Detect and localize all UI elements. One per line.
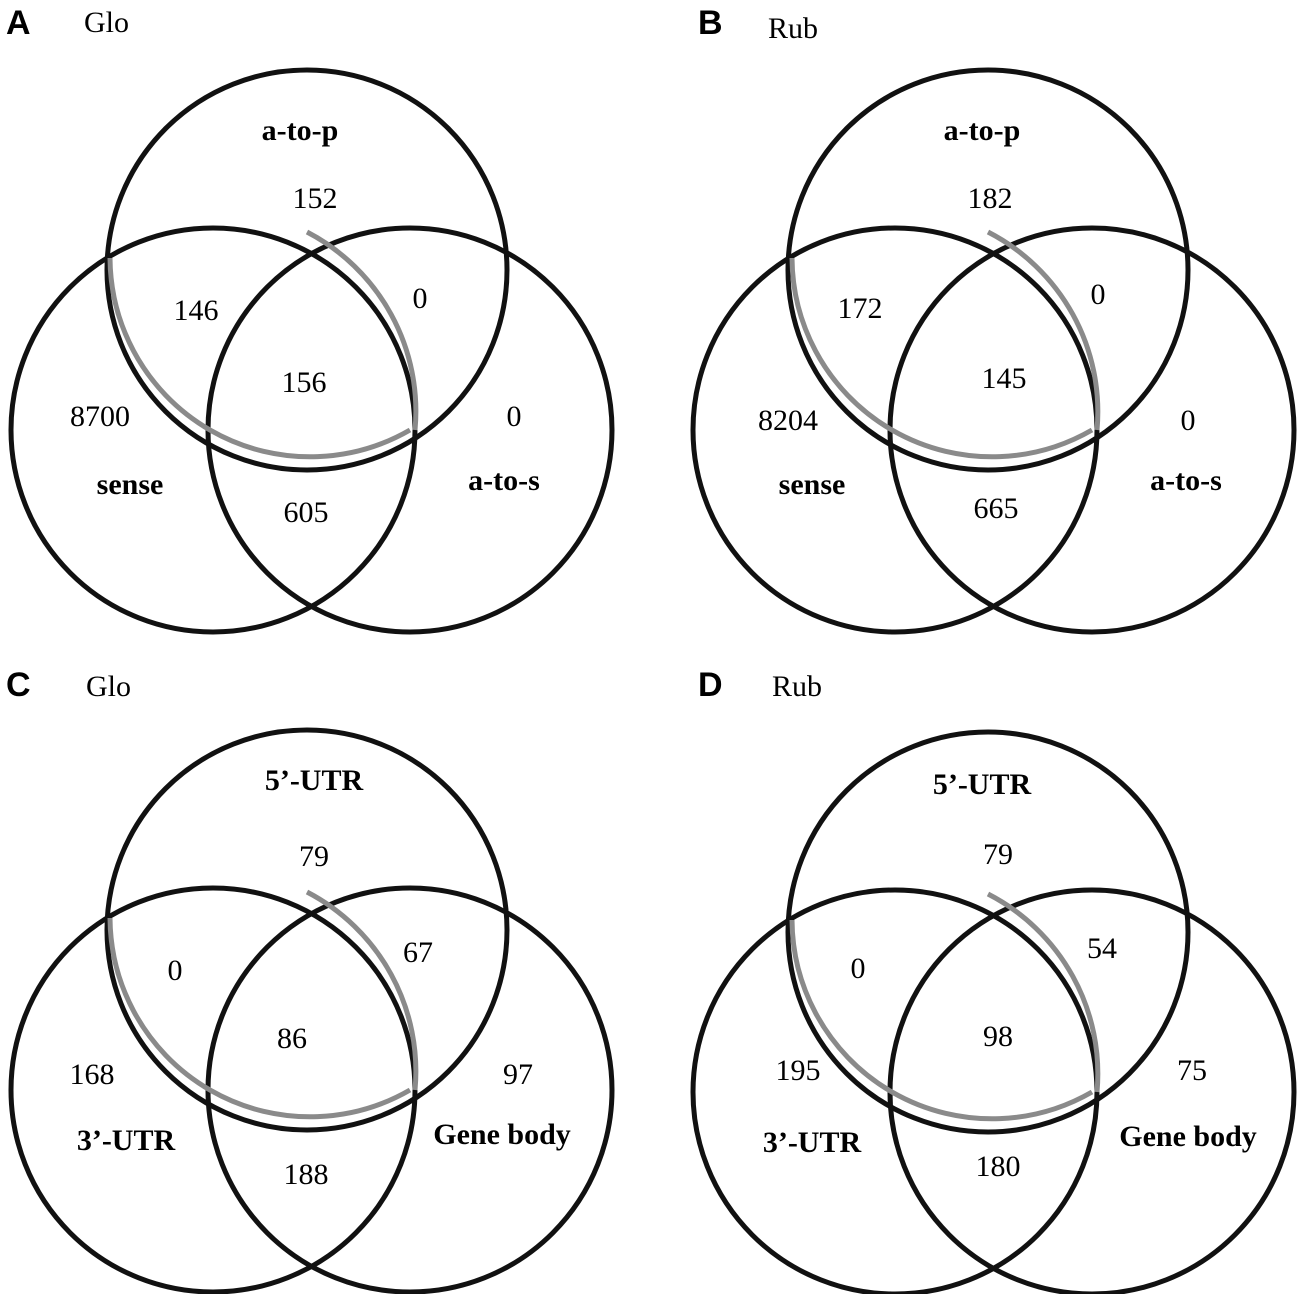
panel-c: C Glo 5’-UTR 3’-UTR Gene body 79 0 67 86… [6,666,615,1294]
count-right-only: 0 [1181,404,1196,437]
overlap-arc-left-in-top [305,889,419,1091]
count-top-right: 67 [403,936,433,969]
count-top-right: 0 [413,282,428,315]
count-top-only: 79 [299,840,329,873]
count-top-right: 0 [1091,278,1106,311]
panel-title: Rub [772,670,822,703]
count-left-right: 180 [976,1150,1021,1183]
set-label-top: 5’-UTR [265,764,364,797]
count-right-only: 97 [503,1058,533,1091]
count-top-left: 146 [174,294,219,327]
overlap-arc-top-in-left [789,257,1094,460]
count-center: 98 [983,1020,1013,1053]
count-center: 145 [982,362,1027,395]
panel-letter: B [698,4,723,42]
circle-top [104,67,510,473]
circle-top [785,67,1191,473]
overlap-arc-top-in-left [107,917,412,1120]
set-label-top: 5’-UTR [933,768,1032,801]
set-label-left: sense [97,468,164,501]
circle-top [104,727,510,1133]
set-label-right: Gene body [433,1118,571,1151]
count-left-only: 8700 [70,400,130,433]
set-label-right: a-to-s [468,464,540,497]
count-right-only: 0 [507,400,522,433]
count-top-right: 54 [1087,932,1117,965]
count-left-only: 8204 [758,404,818,437]
panel-letter: D [698,666,723,704]
overlap-arc-left-in-top [986,229,1101,431]
count-left-right: 188 [284,1158,329,1191]
set-label-right: a-to-s [1150,464,1222,497]
count-left-only: 168 [70,1058,115,1091]
circle-top [785,729,1191,1135]
overlap-arc-left-in-top [305,229,419,431]
overlap-arc-left-in-top [986,891,1101,1093]
count-left-right: 605 [284,496,329,529]
set-label-left: 3’-UTR [763,1126,862,1159]
panel-title: Rub [768,12,818,45]
count-left-only: 195 [776,1054,821,1087]
panel-title: Glo [86,670,131,703]
set-label-left: 3’-UTR [77,1124,176,1157]
count-top-only: 152 [293,182,338,215]
count-top-left: 0 [851,952,866,985]
panel-letter: A [6,4,31,42]
panel-d: D Rub 5’-UTR 3’-UTR Gene body 79 0 54 98… [690,666,1297,1294]
set-label-left: sense [779,468,846,501]
count-right-only: 75 [1177,1054,1207,1087]
set-label-top: a-to-p [262,114,339,147]
set-label-top: a-to-p [944,114,1021,147]
panel-b: B Rub a-to-p sense a-to-s 182 172 0 145 … [690,4,1297,635]
overlap-arc-top-in-left [789,919,1094,1122]
set-label-right: Gene body [1119,1120,1257,1153]
count-top-only: 182 [968,182,1013,215]
count-top-left: 172 [838,292,883,325]
overlap-arc-top-in-left [107,257,412,460]
count-left-right: 665 [974,492,1019,525]
count-top-only: 79 [983,838,1013,871]
count-center: 156 [282,366,327,399]
panel-title: Glo [84,6,129,39]
panel-a: A Glo a-to-p sense a-to-s 152 146 0 156 … [6,4,615,635]
count-center: 86 [277,1022,307,1055]
panel-letter: C [6,666,31,704]
count-top-left: 0 [168,954,183,987]
